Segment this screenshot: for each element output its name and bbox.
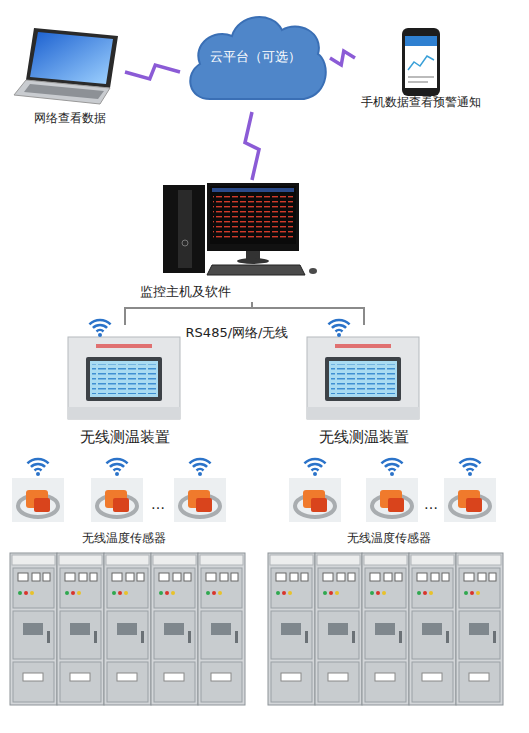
ellipsis-mark: … bbox=[151, 496, 165, 512]
measuring-device-picture bbox=[307, 320, 419, 419]
host-computer-node: 监控主机及软件 bbox=[140, 180, 318, 302]
phone-node: 手机数据查看预警通知 bbox=[355, 25, 487, 112]
wireless-link bbox=[245, 112, 259, 180]
sensor-picture bbox=[444, 459, 496, 522]
node-caption: 无线温度传感器 bbox=[347, 532, 431, 546]
sensor-picture bbox=[174, 459, 226, 522]
switchgear-picture bbox=[268, 553, 503, 705]
measuring-device-picture bbox=[68, 320, 180, 419]
node-caption: 监控主机及软件 bbox=[140, 285, 231, 300]
bus-wire bbox=[252, 302, 364, 325]
node-caption: 无线温度传感器 bbox=[82, 532, 166, 546]
phone-picture bbox=[402, 28, 440, 96]
sensor-group-node: 无线温度传感器 bbox=[272, 455, 506, 548]
host-computer-picture bbox=[163, 183, 317, 275]
laptop-picture bbox=[14, 28, 118, 104]
node-caption: 云平台（可选） bbox=[210, 50, 301, 65]
bus-wire bbox=[125, 302, 252, 325]
bus-label: RS485/网络/无线 bbox=[186, 326, 289, 341]
sensor-picture bbox=[91, 459, 143, 522]
cloud-outline bbox=[190, 17, 325, 99]
node-caption: 网络查看数据 bbox=[34, 112, 106, 126]
wireless-link bbox=[125, 65, 180, 79]
measuring-device-node: 无线测温装置 bbox=[304, 325, 424, 448]
sensor-picture bbox=[366, 459, 418, 522]
sensor-picture bbox=[289, 459, 341, 522]
node-caption: 手机数据查看预警通知 bbox=[361, 96, 481, 110]
node-caption: 无线测温装置 bbox=[80, 429, 170, 446]
cloud-node: 云平台（可选） bbox=[180, 2, 330, 112]
wireless-link bbox=[330, 51, 355, 65]
sensor-group-node: 无线温度传感器 bbox=[10, 455, 238, 548]
laptop-node: 网络查看数据 bbox=[15, 25, 125, 128]
sensor-picture bbox=[12, 459, 64, 522]
measuring-device-node: 无线测温装置 bbox=[65, 325, 185, 448]
switchgear-picture bbox=[10, 553, 245, 705]
ellipsis-mark: … bbox=[424, 496, 438, 512]
node-caption: 无线测温装置 bbox=[319, 429, 409, 446]
